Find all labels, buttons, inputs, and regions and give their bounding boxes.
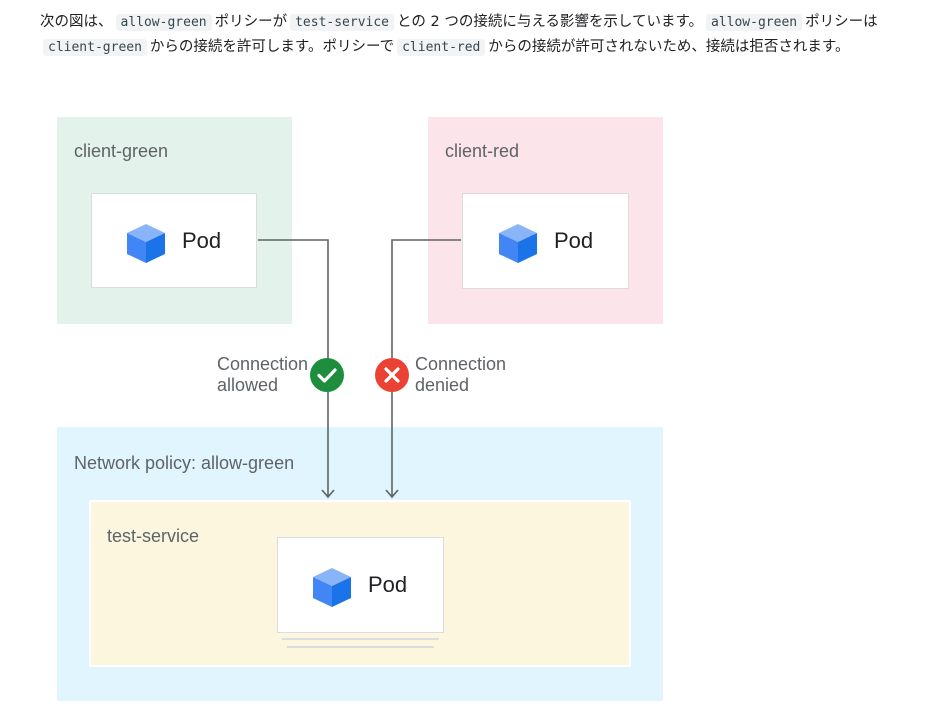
connection-allowed-line2: allowed	[217, 375, 279, 395]
connection-denied-line2: denied	[415, 375, 470, 395]
check-icon	[310, 358, 344, 392]
allowed-connection-line	[258, 239, 329, 497]
intro-text-4: ポリシーは	[805, 14, 878, 30]
intro-text-5: からの接続を許可します。ポリシーで	[149, 39, 395, 55]
code-client-green: client-green	[43, 39, 147, 56]
pod-stack-line	[282, 638, 439, 640]
pod-label: Pod	[182, 228, 222, 253]
network-policy-label: Network policy: allow-green	[74, 453, 295, 473]
code-allow-green: allow-green	[115, 14, 212, 31]
cube-icon	[499, 224, 537, 263]
allowed-arrowhead	[321, 489, 335, 499]
test-service-label: test-service	[107, 526, 200, 546]
client-green-pod-card: Pod	[91, 193, 257, 288]
code-test-service: test-service	[290, 14, 395, 31]
cube-icon	[313, 568, 351, 607]
client-green-zone: client-green Pod	[57, 117, 292, 324]
connection-denied-line1: Connection	[415, 354, 507, 374]
denied-connection-line	[391, 239, 461, 497]
test-service-zone: test-service Pod	[89, 500, 631, 667]
pod-label: Pod	[554, 228, 594, 253]
intro-text-1: 次の図は、	[40, 14, 113, 30]
intro-text-2: ポリシーが	[214, 14, 288, 30]
connection-allowed-label: Connection allowed	[217, 354, 308, 396]
code-allow-green-2: allow-green	[706, 14, 803, 31]
intro-text-6: からの接続が許可されないため、接続は拒否されます。	[488, 39, 850, 55]
pod-label: Pod	[368, 572, 408, 597]
test-service-pod-card: Pod	[277, 537, 444, 633]
cube-icon	[127, 224, 165, 263]
client-red-zone: client-red Pod	[428, 117, 663, 324]
denied-arrowhead	[385, 489, 399, 499]
intro-text-3: との 2 つの接続に与える影響を示しています。	[397, 14, 703, 30]
connection-allowed-line1: Connection	[217, 354, 309, 374]
pod-stack-line	[287, 646, 434, 648]
client-green-label: client-green	[74, 141, 169, 161]
code-client-red: client-red	[397, 39, 486, 56]
connection-denied-label: Connection denied	[415, 354, 506, 396]
client-red-pod-card: Pod	[462, 193, 629, 289]
client-red-label: client-red	[445, 141, 520, 161]
close-icon	[375, 358, 409, 392]
